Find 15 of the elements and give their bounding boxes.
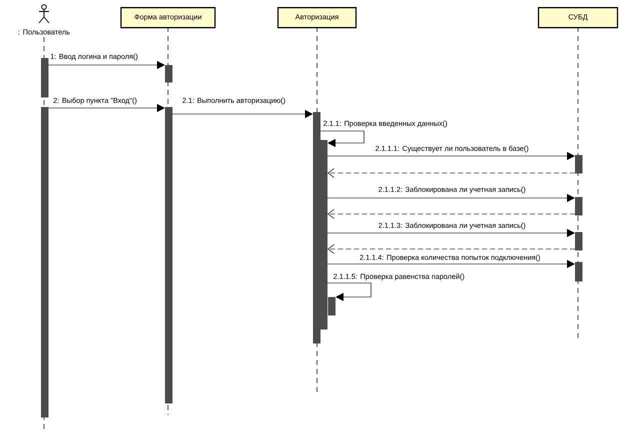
self-message-arrow [320, 130, 364, 148]
activation-bar [313, 112, 320, 344]
activation-bar [328, 297, 336, 316]
return-arrow [328, 209, 576, 219]
return-arrow [328, 244, 576, 254]
activation-bar [41, 58, 48, 98]
activation-bar [575, 155, 582, 174]
activation-bar [575, 197, 582, 216]
activation-bar [41, 107, 48, 418]
activation-bar [165, 65, 172, 82]
activation-bar [575, 262, 582, 282]
activation-bar [165, 107, 172, 404]
self-message-arrow [327, 282, 372, 302]
return-arrow [328, 168, 576, 178]
activation-bar [575, 232, 582, 250]
